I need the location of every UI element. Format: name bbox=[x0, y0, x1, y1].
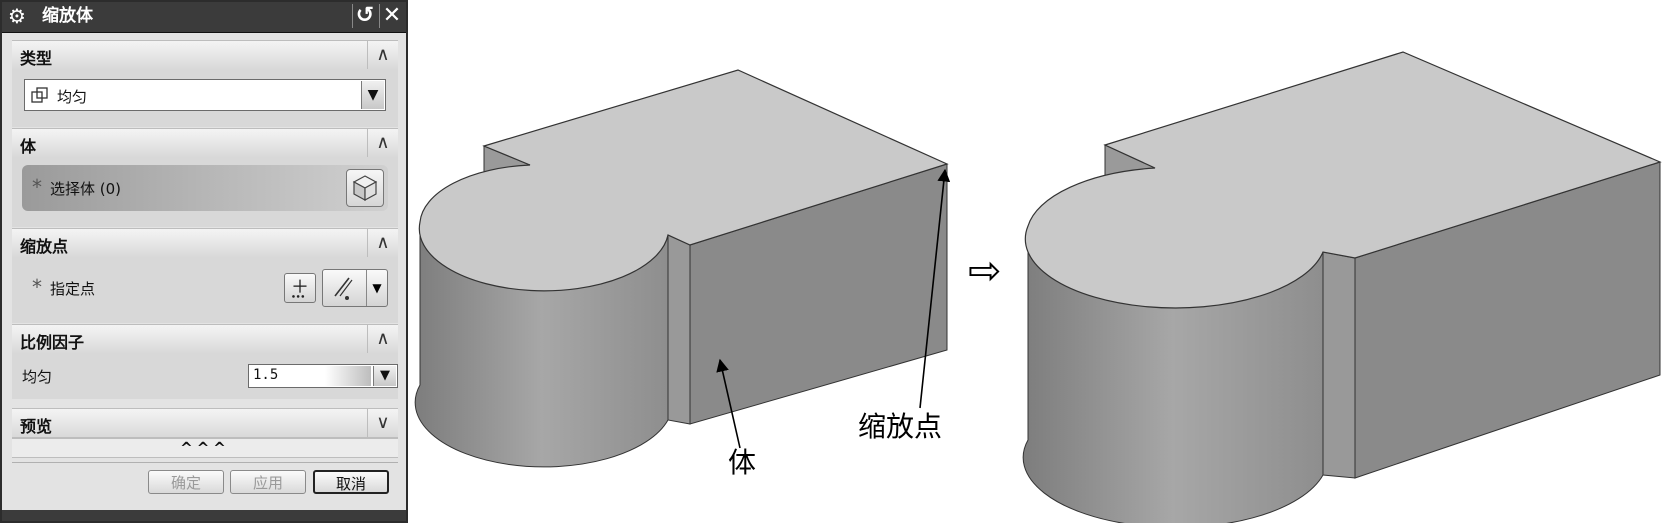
section-scale-point-header[interactable]: 缩放点 ∧ bbox=[12, 228, 398, 258]
reset-icon[interactable]: ↺ bbox=[352, 4, 377, 28]
body-arrow bbox=[716, 358, 741, 449]
inferred-point-dropdown[interactable]: ▼ bbox=[322, 269, 388, 307]
body-label: 体 bbox=[728, 447, 756, 479]
scale-body-dialog: ⚙ 缩放体 ↺ ✕ 类型 ∧ 均匀 ▼ 体 ∧ * 选择体 (0) bbox=[0, 0, 408, 523]
specify-point-label: 指定点 bbox=[50, 280, 96, 298]
select-body-row[interactable]: * 选择体 (0) bbox=[22, 165, 388, 211]
uniform-factor-input[interactable]: 1.5 ▼ bbox=[248, 364, 398, 388]
section-body-header[interactable]: 体 ∧ bbox=[12, 128, 398, 158]
dialog-bottom-strip bbox=[2, 510, 406, 521]
section-scale-factor-title: 比例因子 bbox=[20, 333, 85, 352]
section-preview-header[interactable]: 预览 ∨ bbox=[12, 408, 398, 438]
section-scale-point-title: 缩放点 bbox=[20, 237, 69, 256]
section-type-title: 类型 bbox=[20, 49, 53, 68]
required-asterisk: * bbox=[32, 275, 42, 299]
collapse-scale-point-icon[interactable]: ∧ bbox=[367, 229, 398, 257]
section-type-header[interactable]: 类型 ∧ bbox=[12, 40, 398, 70]
collapse-scale-factor-icon[interactable]: ∧ bbox=[367, 325, 398, 353]
uniform-factor-value: 1.5 bbox=[253, 367, 279, 383]
uniform-factor-label: 均匀 bbox=[22, 368, 53, 386]
close-icon[interactable]: ✕ bbox=[379, 4, 404, 28]
section-scale-factor-body: 均匀 1.5 ▼ bbox=[12, 353, 398, 399]
chevron-down-icon[interactable]: ▼ bbox=[361, 81, 384, 109]
section-type-body: 均匀 ▼ bbox=[12, 69, 398, 127]
point-constructor-icon bbox=[292, 279, 307, 298]
section-body-title: 体 bbox=[20, 137, 37, 156]
dialog-titlebar: ⚙ 缩放体 ↺ ✕ bbox=[2, 2, 406, 33]
scaled-body bbox=[1022, 51, 1662, 523]
point-dialog-button[interactable] bbox=[284, 273, 316, 303]
show-more-toggle[interactable]: ^^^ bbox=[12, 438, 398, 458]
uniform-scale-icon bbox=[31, 87, 48, 103]
section-scale-point-body: * 指定点 ▼ bbox=[12, 257, 398, 323]
footer-divider bbox=[12, 462, 398, 463]
type-select-value: 均匀 bbox=[57, 88, 88, 106]
section-body-body: * 选择体 (0) bbox=[12, 157, 398, 227]
collapse-type-icon[interactable]: ∧ bbox=[367, 41, 398, 69]
expand-preview-icon[interactable]: ∨ bbox=[367, 409, 398, 437]
cube-icon bbox=[352, 175, 378, 202]
cancel-button[interactable]: 取消 bbox=[313, 470, 389, 494]
ok-button[interactable]: 确定 bbox=[148, 470, 224, 494]
apply-button[interactable]: 应用 bbox=[230, 470, 306, 494]
arrow-down-icon[interactable]: ▼ bbox=[373, 366, 396, 386]
required-asterisk: * bbox=[32, 175, 42, 199]
section-scale-factor-header[interactable]: 比例因子 ∧ bbox=[12, 324, 398, 354]
section-preview-title: 预览 bbox=[20, 417, 53, 436]
original-body bbox=[414, 69, 949, 468]
transform-arrow-icon: ⇨ bbox=[968, 248, 1002, 294]
select-body-label: 选择体 (0) bbox=[50, 180, 122, 198]
dialog-title: 缩放体 bbox=[42, 6, 93, 26]
inferred-point-icon bbox=[334, 277, 353, 300]
scale-point-arrow bbox=[919, 168, 951, 409]
gear-icon[interactable]: ⚙ bbox=[8, 4, 26, 28]
input-shade bbox=[325, 366, 371, 386]
select-body-button[interactable] bbox=[346, 169, 384, 207]
scale-point-label: 缩放点 bbox=[858, 411, 942, 443]
chevron-down-icon[interactable]: ▼ bbox=[366, 270, 387, 306]
collapse-body-icon[interactable]: ∧ bbox=[367, 129, 398, 157]
type-select[interactable]: 均匀 ▼ bbox=[24, 79, 386, 111]
